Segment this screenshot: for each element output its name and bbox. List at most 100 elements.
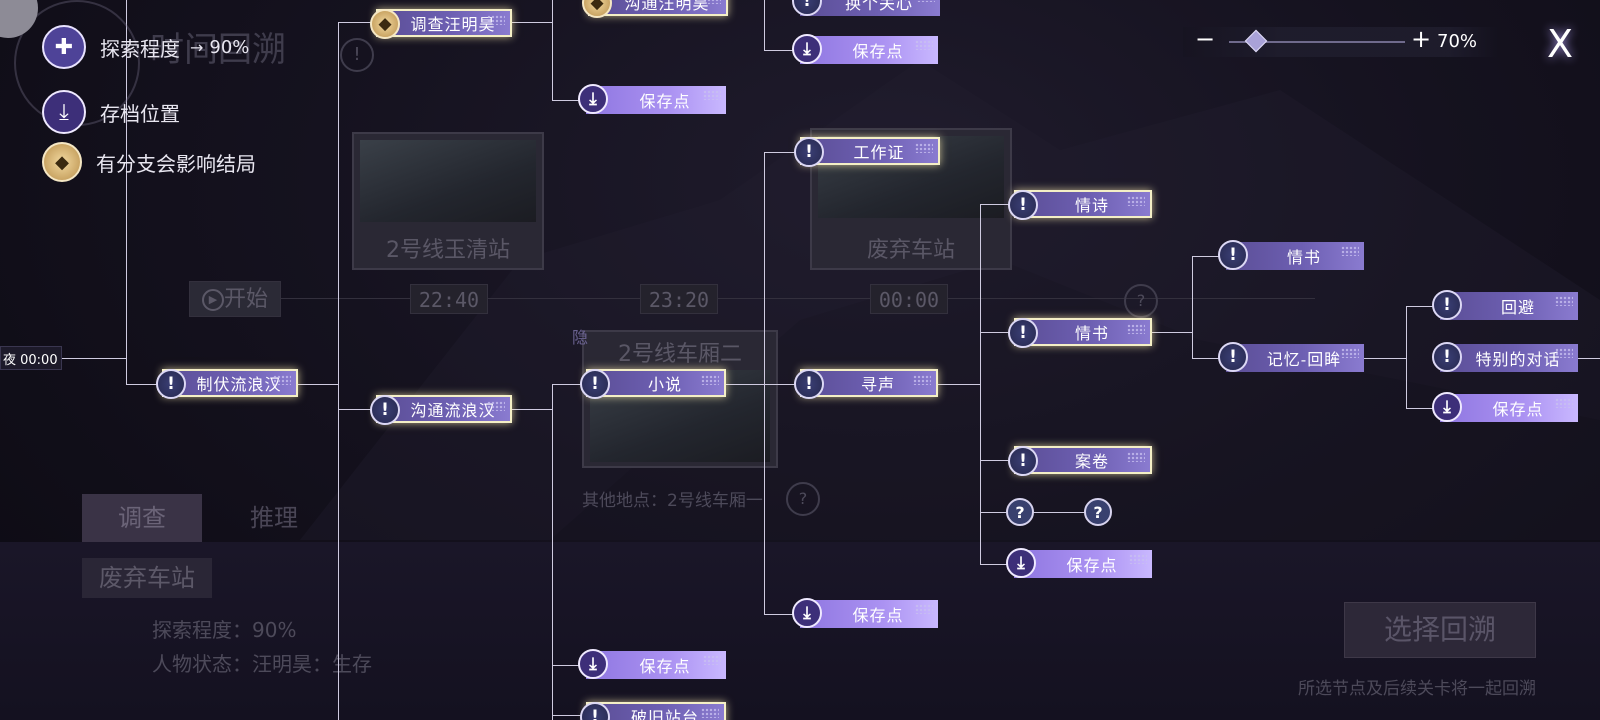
node-save-point-a[interactable]: ⤓ 保存点 bbox=[578, 84, 726, 114]
connector bbox=[1406, 408, 1436, 409]
legend-progress: ✚ 探索程度 → 90% bbox=[42, 25, 249, 69]
legend-progress-value: 90% bbox=[209, 36, 250, 58]
node-label: 破旧站台 bbox=[630, 708, 699, 720]
connector bbox=[1406, 306, 1436, 307]
node-old-platform[interactable]: ! 破旧站台 bbox=[580, 702, 726, 720]
node-dots bbox=[1129, 554, 1147, 564]
connector bbox=[1578, 358, 1600, 359]
exclamation-icon: ! bbox=[1218, 240, 1248, 270]
rewind-hint: 所选节点及后续关卡将一起回溯 bbox=[1298, 679, 1536, 699]
connector bbox=[552, 0, 553, 100]
background-mountains bbox=[300, 60, 1600, 540]
timeline-question-icon[interactable]: ? bbox=[1124, 284, 1158, 318]
zoom-slider-thumb[interactable] bbox=[1245, 29, 1268, 53]
timeline-start-text: 夜 00:00 bbox=[3, 352, 58, 368]
node-avoid[interactable]: ! 回避 bbox=[1432, 290, 1578, 320]
node-top-right-branch[interactable]: ! 换个关心 bbox=[792, 0, 940, 16]
other-location-question-icon[interactable]: ? bbox=[786, 482, 820, 516]
station-thumbnail-carriage2[interactable]: 2号线车厢二 bbox=[582, 330, 778, 468]
node-case-file[interactable]: ! 案卷 bbox=[1008, 446, 1152, 476]
node-dots bbox=[915, 143, 933, 153]
connector bbox=[552, 715, 582, 716]
node-dots bbox=[487, 15, 505, 25]
node-label: 工作证 bbox=[853, 143, 905, 162]
save-icon: ⤓ bbox=[792, 34, 822, 64]
zoom-control: − + 70% bbox=[1183, 25, 1497, 57]
save-icon: ⤓ bbox=[42, 90, 86, 134]
node-investigate-wang[interactable]: ◆ 调查汪明昊 bbox=[370, 9, 512, 39]
node-dots bbox=[1341, 246, 1359, 256]
node-dots bbox=[1341, 348, 1359, 358]
bg-title-exclaim-icon: ! bbox=[340, 38, 374, 72]
unknown-node-2[interactable]: ? bbox=[1084, 498, 1112, 526]
node-label: 情书 bbox=[1286, 248, 1321, 267]
node-special-dialogue[interactable]: ! 特别的对话 bbox=[1432, 342, 1578, 372]
node-label: 情诗 bbox=[1074, 196, 1109, 215]
node-communicate-vagrant[interactable]: ! 沟通流浪汉 bbox=[370, 395, 512, 425]
save-icon: ⤓ bbox=[578, 84, 608, 114]
exclamation-icon: ! bbox=[156, 369, 186, 399]
connector bbox=[1192, 256, 1222, 257]
node-work-id[interactable]: ! 工作证 bbox=[794, 137, 940, 167]
connector bbox=[552, 384, 553, 720]
node-novel[interactable]: ! 小说 bbox=[580, 369, 726, 399]
node-save-point-d[interactable]: ⤓ 保存点 bbox=[792, 598, 938, 628]
node-subdue-vagrant[interactable]: ! 制伏流浪汉 bbox=[156, 369, 298, 399]
node-dots bbox=[703, 0, 721, 4]
node-save-point-b[interactable]: ⤓ 保存点 bbox=[792, 34, 938, 64]
node-dots bbox=[703, 655, 721, 665]
node-dots bbox=[915, 40, 933, 50]
connector bbox=[764, 50, 798, 51]
tab-deduce[interactable]: 推理 bbox=[250, 504, 298, 532]
node-label: 保存点 bbox=[639, 657, 691, 676]
node-label: 回避 bbox=[1500, 298, 1535, 317]
connector bbox=[338, 22, 339, 720]
time-marker-1: 22:40 bbox=[410, 284, 488, 314]
tab-investigate[interactable]: 调查 bbox=[82, 494, 202, 542]
node-label: 保存点 bbox=[852, 42, 904, 61]
select-rewind-button[interactable]: 选择回溯 bbox=[1344, 602, 1536, 658]
node-save-point-c[interactable]: ⤓ 保存点 bbox=[578, 649, 726, 679]
node-dots bbox=[1555, 296, 1573, 306]
node-search-sound[interactable]: ! 寻声 bbox=[794, 369, 938, 399]
start-marker[interactable]: ▶开始 bbox=[189, 281, 281, 317]
node-love-letter-2[interactable]: ! 情书 bbox=[1218, 240, 1364, 270]
time-marker-3: 00:00 bbox=[870, 284, 948, 314]
connector bbox=[726, 384, 798, 385]
node-love-letter-1[interactable]: ! 情书 bbox=[1008, 318, 1152, 348]
hidden-mark: 隐 bbox=[572, 328, 589, 347]
zoom-out-button[interactable]: − bbox=[1195, 25, 1216, 53]
node-label: 保存点 bbox=[852, 606, 904, 625]
connector bbox=[126, 384, 164, 385]
zoom-in-button[interactable]: + bbox=[1411, 25, 1432, 53]
node-communicate-wang-top[interactable]: ◆ 沟通汪明昊 bbox=[582, 0, 728, 18]
connector bbox=[338, 22, 374, 23]
node-save-point-e[interactable]: ⤓ 保存点 bbox=[1006, 548, 1152, 578]
node-dots bbox=[1127, 452, 1145, 462]
station-thumbnail-yuqing[interactable]: 2号线玉清站 bbox=[352, 132, 544, 270]
node-label: 保存点 bbox=[1492, 400, 1544, 419]
play-icon: ▶ bbox=[201, 289, 224, 311]
timeline-start-label: 夜 00:00 bbox=[0, 346, 62, 370]
exclamation-icon: ! bbox=[580, 702, 610, 720]
bg-timeline bbox=[190, 298, 1315, 299]
close-icon[interactable]: X bbox=[1546, 22, 1574, 66]
node-label: 保存点 bbox=[639, 92, 691, 111]
node-love-poem[interactable]: ! 情诗 bbox=[1008, 190, 1152, 220]
connector bbox=[338, 409, 374, 410]
connector bbox=[938, 384, 980, 385]
connector bbox=[980, 460, 1010, 461]
connector bbox=[512, 409, 552, 410]
connector bbox=[980, 512, 1090, 513]
connector bbox=[764, 614, 798, 615]
exclamation-icon: ! bbox=[1218, 342, 1248, 372]
zoom-slider-track[interactable] bbox=[1229, 41, 1405, 43]
unknown-node-1[interactable]: ? bbox=[1006, 498, 1034, 526]
node-dots bbox=[487, 401, 505, 411]
connector bbox=[298, 384, 338, 385]
node-memory-glance[interactable]: ! 记忆-回眸 bbox=[1218, 342, 1364, 372]
node-dots bbox=[1127, 324, 1145, 334]
node-dots bbox=[1555, 348, 1573, 358]
node-save-point-f[interactable]: ⤓ 保存点 bbox=[1432, 392, 1578, 422]
start-label: 开始 bbox=[223, 287, 268, 312]
